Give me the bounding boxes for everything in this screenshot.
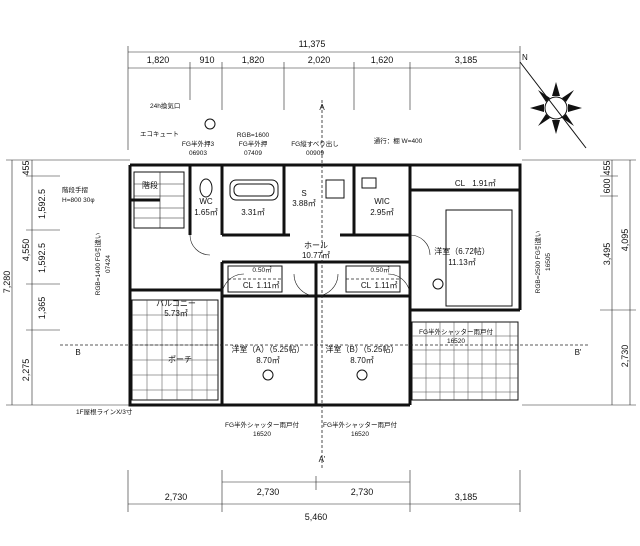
dimension-bottom-1: 2,730 [165,492,188,502]
closet-b-area: 1.11㎡ [375,281,398,290]
toilet [199,178,213,198]
compass-north-label: N [522,53,528,62]
dimension-bottom-inner-2: 2,730 [351,487,374,497]
western-room-c-outline [445,209,513,307]
note-window-1-code: 06903 [189,150,207,157]
fixture [361,177,377,189]
dimension-right-3: 3,495 [602,243,612,266]
dimension-right-2: 600 [602,178,612,193]
closet-b-label: CL [361,281,372,290]
section-a2-label: A' [319,455,326,464]
room-western-c-label: 洋室（6.72帖） [434,246,490,256]
room-wic-label: WIC [374,197,390,206]
dimension-top-5: 1,620 [371,55,394,65]
room-western-c-area: 11.13㎡ [448,258,475,267]
room-storage-area: 3.88㎡ [292,199,316,208]
dimension-left-2: 1,592.5 [37,189,47,219]
dimension-left-3: 1,592.5 [37,243,47,273]
dimension-left-4: 1,365 [37,297,47,320]
dimension-top-2: 910 [199,55,214,65]
room-hall-label: ホール [304,241,328,250]
dimension-left-1: 455 [21,160,31,175]
storage-b-area: 0.50㎡ [370,265,390,274]
light-fixture-b [356,369,368,381]
dimension-right-total: 4,095 [620,229,630,252]
note-shutter-c: FG半外シャッター雨戸付 [419,327,494,336]
interior-walls [130,165,520,405]
room-hall-area: 10.77㎡ [302,251,330,260]
dimension-left-total: 7,280 [2,271,12,294]
dimension-right-1: 455 [602,160,612,175]
note-window-3-code: 00909 [306,150,324,157]
room-western-a-label: 洋室（A）（5.25帖） [232,344,305,354]
washbasin [325,179,345,199]
room-western-a-area: 8.70㎡ [256,356,280,365]
room-storage-label: S [301,189,306,198]
room-western-b-label: 洋室（B）（5.25帖） [326,344,399,354]
dimension-left-lower: 2,275 [21,359,31,382]
bathtub-inner [233,183,275,197]
storage-a-area: 0.50㎡ [252,265,272,274]
balcony-grid [132,300,518,400]
room-wc-area: 1.65㎡ [194,208,218,217]
dimension-lines [6,46,636,512]
note-shutter-b-code: 16520 [351,431,369,438]
note-window-left-code: 07424 [105,255,112,273]
note-window-2: RGB=1600 [237,132,270,139]
dimension-total-width: 11,375 [299,39,326,49]
room-western-b-area: 8.70㎡ [350,356,374,365]
room-bath-area: 3.31㎡ [241,208,265,217]
room-stairs-label: 階段 [142,180,158,190]
dimension-bottom-2: 5,460 [305,512,328,522]
room-wc-label: WC [199,197,213,206]
closet-c-area: 1.91㎡ [472,179,496,188]
note-window-4: 通行：棚 W=400 [374,136,423,145]
dimension-right-lower: 2,730 [620,345,630,368]
light-fixture-a [262,369,274,381]
note-window-right: RGB=2500 FG引違い [533,231,542,294]
dimension-top-3: 1,820 [242,55,265,65]
closet-a-label: CL [243,281,254,290]
section-a-label: A [319,103,325,112]
note-window-right-code: 16505 [545,253,552,271]
balcony-outline [131,299,519,401]
note-shutter-a: FG半外シャッター雨戸付 [225,420,300,429]
room-porch-label: ポーチ [168,355,192,364]
staircase [133,171,185,229]
note-handrail-height: H=800 30φ [62,197,95,204]
note-ventilation: 24h換気口 [150,101,180,110]
note-ecocute: エコキュート [140,130,179,138]
note-shutter-b: FG半外シャッター雨戸付 [323,420,398,429]
room-balcony-area: 5.73㎡ [164,309,188,318]
ventilation-icon [204,118,216,130]
note-window-2-code: 07409 [244,150,262,157]
note-eave: 1F屋根ラインX/3寸 [76,407,133,416]
room-balcony-label: バルコニー [156,299,196,308]
section-b2-label: B' [575,348,582,357]
bathtub [229,179,279,201]
dimension-bottom-3: 3,185 [455,492,478,502]
note-handrail: 階段手摺 [62,185,89,194]
note-window-1: FG半外押3 [182,139,215,148]
closet-c-label: CL [455,179,466,188]
note-window-left: RGB=1400 FG引違い [93,233,102,296]
light-fixture-c [432,278,444,290]
note-window-2-b: FG半外押 [239,139,268,148]
section-b-label: B [75,348,80,357]
dimension-left-mid: 4,550 [21,239,31,262]
dimension-top-4: 2,020 [308,55,331,65]
note-window-3: FG縦すべり出し [291,139,339,148]
dimension-bottom-inner-1: 2,730 [257,487,280,497]
note-shutter-c-code: 16520 [447,338,465,345]
doors [189,234,431,297]
note-shutter-a-code: 16520 [253,431,271,438]
dimension-top-6: 3,185 [455,55,478,65]
closet-a-area: 1.11㎡ [257,281,280,290]
dimension-top-1: 1,820 [147,55,170,65]
room-wic-area: 2.95㎡ [370,208,394,217]
compass-icon [519,61,587,149]
